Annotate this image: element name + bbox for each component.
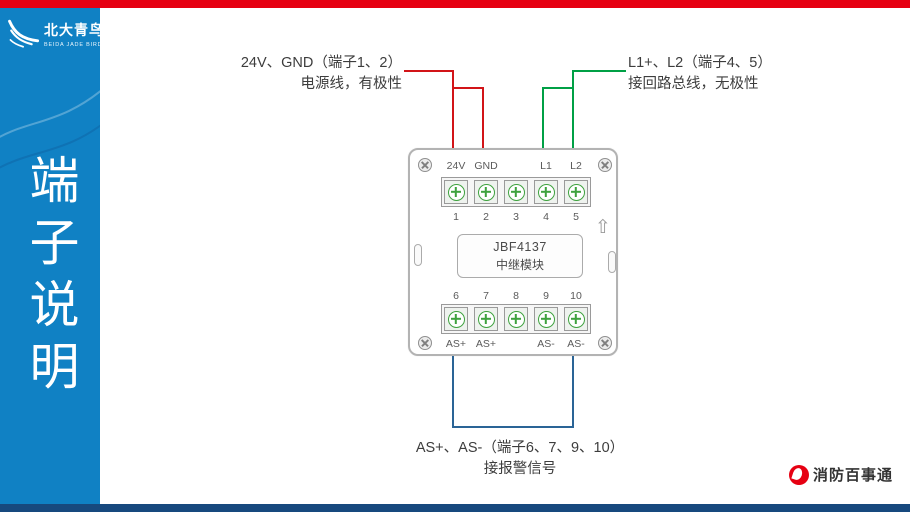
terminal-label — [504, 338, 528, 350]
corner-screw-icon — [598, 336, 612, 350]
terminal-number: 3 — [513, 211, 519, 223]
terminal-screw-icon — [474, 307, 498, 331]
terminal-number: 5 — [573, 211, 579, 223]
corner-screw-icon — [418, 158, 432, 172]
bottom-accent-bar — [0, 504, 910, 512]
annotation-alarm-line1: AS+、AS-（端子6、7、9、10） — [415, 440, 625, 456]
loop-wire-branch-horizontal — [543, 87, 574, 89]
power-wire-vertical-terminal2 — [482, 87, 484, 150]
terminal-label: AS- — [537, 338, 555, 350]
terminal-screw-icon — [444, 180, 468, 204]
power-wire-vertical-terminal1 — [452, 70, 454, 150]
top-terminal-labels-row: 24V GND L1 L2 — [441, 160, 591, 172]
footer-brand-text: 消防百事通 — [813, 467, 894, 484]
brand-text-block: 北大青鸟 BEIDA JADE BIRD — [44, 20, 100, 48]
module-type: 中继模块 — [495, 257, 544, 272]
module-model: JBF4137 — [493, 239, 547, 254]
annotation-alarm: AS+、AS-（端子6、7、9、10） 接报警信号 — [395, 438, 645, 480]
annotation-power: 24V、GND（端子1、2） 电源线，有极性 — [200, 53, 402, 95]
terminal-number: 1 — [453, 211, 459, 223]
terminal-label: AS- — [567, 338, 585, 350]
top-terminal-numbers-row: 1 2 3 4 5 — [441, 211, 591, 223]
annotation-loop-line2: 接回路总线，无极性 — [628, 76, 759, 92]
terminal-screw-icon — [504, 307, 528, 331]
terminal-screw-icon — [474, 180, 498, 204]
alarm-wire-horizontal — [452, 426, 574, 428]
annotation-loop: L1+、L2（端子4、5） 接回路总线，无极性 — [628, 53, 848, 95]
alarm-wire-vertical-left — [452, 354, 454, 428]
annotation-power-line1: 24V、GND（端子1、2） — [240, 55, 402, 71]
terminal-number: 7 — [483, 290, 489, 302]
terminal-label: AS+ — [445, 338, 467, 350]
page-title: 端子说明 — [22, 154, 79, 402]
relay-module-body: 24V GND L1 L2 1 2 3 4 5 JBF4137 中继模块 ⇧ — [408, 148, 618, 356]
annotation-loop-line1: L1+、L2（端子4、5） — [628, 55, 772, 71]
orientation-up-arrow-icon: ⇧ — [595, 217, 611, 238]
top-accent-bar — [0, 0, 910, 8]
loop-wire-vertical-terminal5 — [572, 70, 574, 150]
alarm-wire-vertical-right — [572, 354, 574, 428]
terminal-label: GND — [474, 160, 498, 172]
brand-logo: 北大青鸟 BEIDA JADE BIRD — [7, 18, 100, 50]
terminal-label: AS+ — [475, 338, 497, 350]
module-nameplate: JBF4137 中继模块 — [457, 234, 583, 278]
terminal-screw-icon — [564, 307, 588, 331]
loop-wire-horizontal — [573, 70, 626, 72]
corner-screw-icon — [418, 336, 432, 350]
terminal-number: 4 — [543, 211, 549, 223]
power-wire-horizontal — [404, 70, 454, 72]
jade-bird-logo-icon — [8, 19, 40, 48]
bottom-terminal-labels-row: AS+ AS+ AS- AS- — [441, 338, 591, 350]
terminal-number: 6 — [453, 290, 459, 302]
annotation-power-line2: 电源线，有极性 — [300, 76, 403, 92]
terminal-screw-icon — [444, 307, 468, 331]
mounting-slot-left — [414, 244, 422, 266]
brand-name-en: BEIDA JADE BIRD — [44, 42, 100, 48]
loop-wire-vertical-terminal4 — [542, 87, 544, 150]
terminal-screw-icon — [564, 180, 588, 204]
terminal-screw-icon — [534, 307, 558, 331]
top-terminal-strip — [441, 177, 591, 207]
corner-screw-icon — [598, 158, 612, 172]
terminal-label: L2 — [570, 160, 582, 172]
terminal-number: 9 — [543, 290, 549, 302]
sidebar-swoosh-decoration — [0, 90, 100, 169]
terminal-number: 8 — [513, 290, 519, 302]
annotation-alarm-line2: 接报警信号 — [483, 461, 557, 477]
sidebar: 北大青鸟 BEIDA JADE BIRD 端子说明 — [0, 8, 100, 504]
terminal-label — [504, 160, 528, 172]
footer-brand: 消防百事通 — [789, 464, 893, 485]
bottom-terminal-numbers-row: 6 7 8 9 10 — [441, 290, 591, 302]
terminal-label: 24V — [446, 160, 466, 172]
mounting-slot-right — [608, 251, 616, 273]
terminal-number: 2 — [483, 211, 489, 223]
sidebar-title-wrap: 端子说明 — [0, 154, 100, 402]
power-wire-branch-horizontal — [452, 87, 484, 89]
bottom-terminal-strip — [441, 304, 591, 334]
terminal-screw-icon — [534, 180, 558, 204]
terminal-label: L1 — [540, 160, 552, 172]
fire-baishitong-logo-icon — [789, 464, 809, 485]
terminal-number: 10 — [570, 290, 582, 302]
brand-name-cn: 北大青鸟 — [44, 22, 100, 38]
terminal-screw-icon — [504, 180, 528, 204]
